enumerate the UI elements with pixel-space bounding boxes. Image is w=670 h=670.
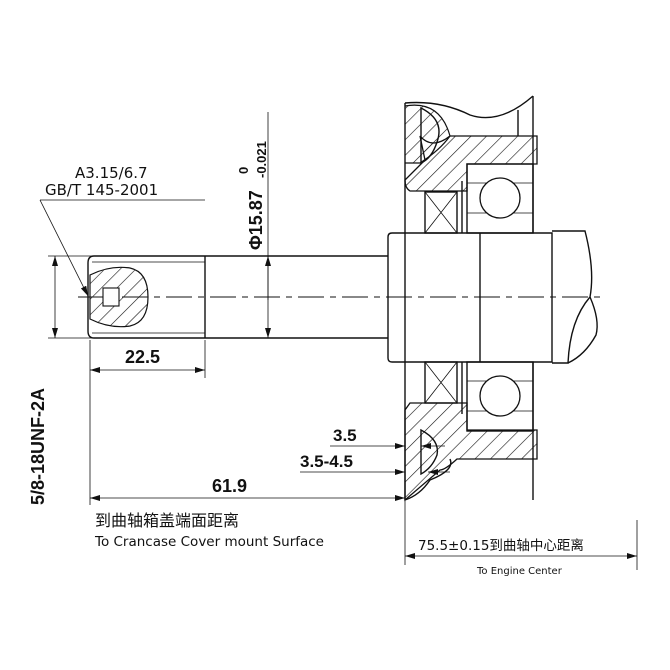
cover-label-en: To Crancase Cover mount Surface	[94, 534, 324, 550]
center-distance-label: 75.5±0.15到曲轴中心距离	[418, 537, 584, 554]
upper-bearing	[466, 163, 534, 234]
center-label-en: To Engine Center	[476, 566, 563, 577]
dim-gap-2: 3.5-4.5	[300, 452, 353, 471]
dim-to-cover: 61.9	[212, 476, 247, 496]
crankcase-housing	[404, 95, 538, 502]
cover-label-cn: 到曲轴箱盖端面距离	[95, 511, 239, 530]
dim-thread-length: 22.5	[125, 347, 160, 367]
center-drill-spec: A3.15/6.7	[75, 164, 148, 182]
shaft-diameter-label: Φ15.87 0 -0.021	[236, 141, 269, 250]
shaft-tol-lower: -0.021	[254, 141, 269, 178]
shaft-tol-upper: 0	[236, 167, 251, 174]
center-drill-standard: GB/T 145-2001	[45, 181, 158, 199]
thread-spec: 5/8-18UNF-2A	[28, 388, 48, 505]
shaft-diameter: Φ15.87	[246, 190, 266, 250]
dim-gap-1: 3.5	[333, 426, 357, 445]
dimensions	[39, 112, 638, 570]
shaft	[87, 230, 598, 364]
lower-bearing	[466, 361, 534, 432]
